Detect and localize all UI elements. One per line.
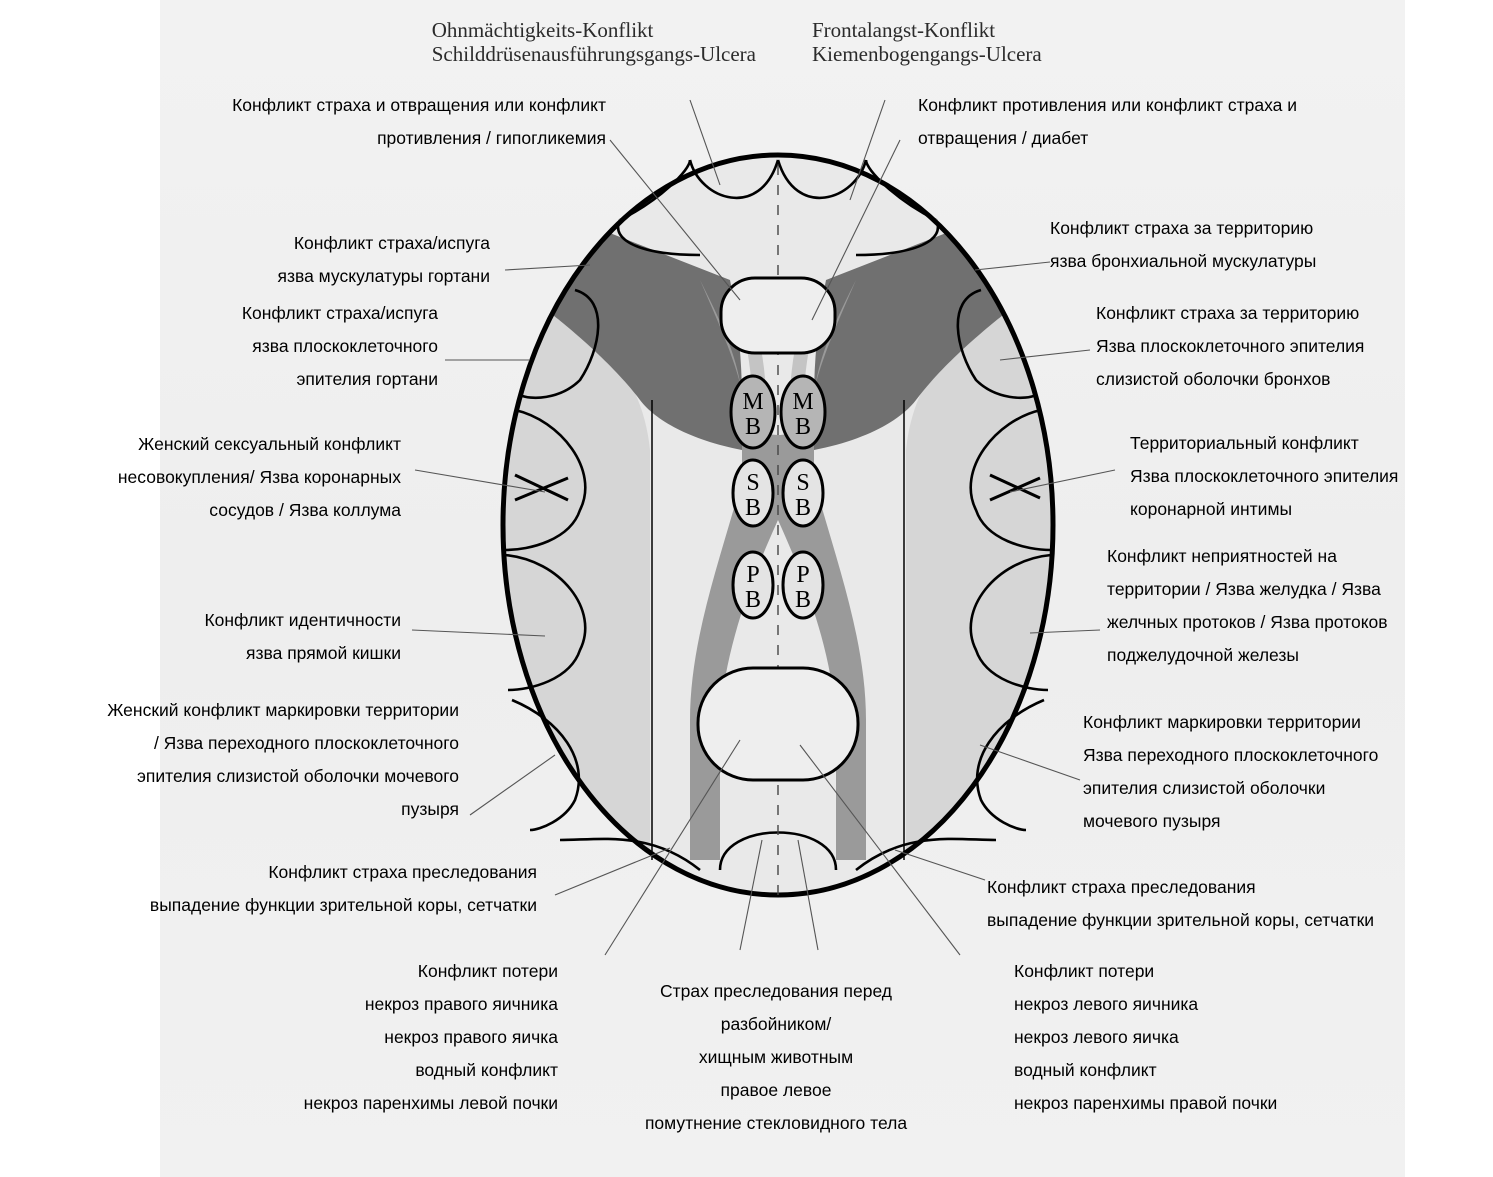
label-pursuit-right: Конфликт страха преследования выпадение … xyxy=(987,871,1374,937)
label-identity: Конфликт идентичности язва прямой кишки xyxy=(204,604,401,670)
label-territorial: Территориальный конфликт Язва плоскоклет… xyxy=(1130,427,1398,526)
mb-right-b: B xyxy=(795,414,811,440)
mb-right-m: M xyxy=(792,389,813,415)
label-top-right: Конфликт противления или конфликт страха… xyxy=(918,89,1297,155)
bottom-pill xyxy=(698,668,858,780)
label-bronchial-muscle: Конфликт страха за территорию язва бронх… xyxy=(1050,212,1316,278)
sb-left-s: S xyxy=(746,470,759,496)
label-female-sexual: Женский сексуальный конфликт несовокупле… xyxy=(118,428,401,527)
sb-left-b: B xyxy=(745,495,761,521)
pb-left-p: P xyxy=(746,562,759,588)
label-marking: Конфликт маркировки территории Язва пере… xyxy=(1083,706,1378,838)
sb-right-s: S xyxy=(796,470,809,496)
label-bottom-center: Страх преследования перед разбойником/ х… xyxy=(606,975,946,1140)
mb-left-b: B xyxy=(745,414,761,440)
label-pursuit-left: Конфликт страха преследования выпадение … xyxy=(150,856,537,922)
label-larynx-epithelium: Конфликт страха/испуга язва плоскоклеточ… xyxy=(242,297,438,396)
german-header-left: Ohnmächtigkeits-Konflikt Schilddrüsenaus… xyxy=(432,18,756,66)
pb-left-b: B xyxy=(745,587,761,613)
label-female-marking: Женский конфликт маркировки территории /… xyxy=(107,694,459,826)
top-pill xyxy=(721,278,835,353)
sb-right-b: B xyxy=(795,495,811,521)
german-right-line-1: Frontalangst-Konflikt xyxy=(812,18,1042,42)
label-loss-left: Конфликт потери некроз правого яичника н… xyxy=(304,955,558,1120)
pb-right-p: P xyxy=(796,562,809,588)
label-top-left: Конфликт страха и отвращения или конфлик… xyxy=(232,89,606,155)
label-loss-right: Конфликт потери некроз левого яичника не… xyxy=(1014,955,1277,1120)
eye-sides: правое левое xyxy=(691,1074,861,1107)
mb-left-m: M xyxy=(742,389,763,415)
german-header-right: Frontalangst-Konflikt Kiemenbogengangs-U… xyxy=(812,18,1042,66)
german-right-line-2: Kiemenbogengangs-Ulcera xyxy=(812,42,1042,66)
label-larynx-muscle: Конфликт страха/испуга язва мускулатуры … xyxy=(277,227,490,293)
german-left-line-2: Schilddrüsenausführungsgangs-Ulcera xyxy=(432,42,756,66)
label-territory-trouble: Конфликт неприятностей на территории / Я… xyxy=(1107,540,1388,672)
pb-right-b: B xyxy=(795,587,811,613)
german-left-line-1: Ohnmächtigkeits-Konflikt xyxy=(432,18,756,42)
label-bronchial-epithelium: Конфликт страха за территорию Язва плоск… xyxy=(1096,297,1364,396)
eye-left-word: левое xyxy=(783,1080,832,1100)
eye-right-word: правое xyxy=(721,1080,779,1100)
